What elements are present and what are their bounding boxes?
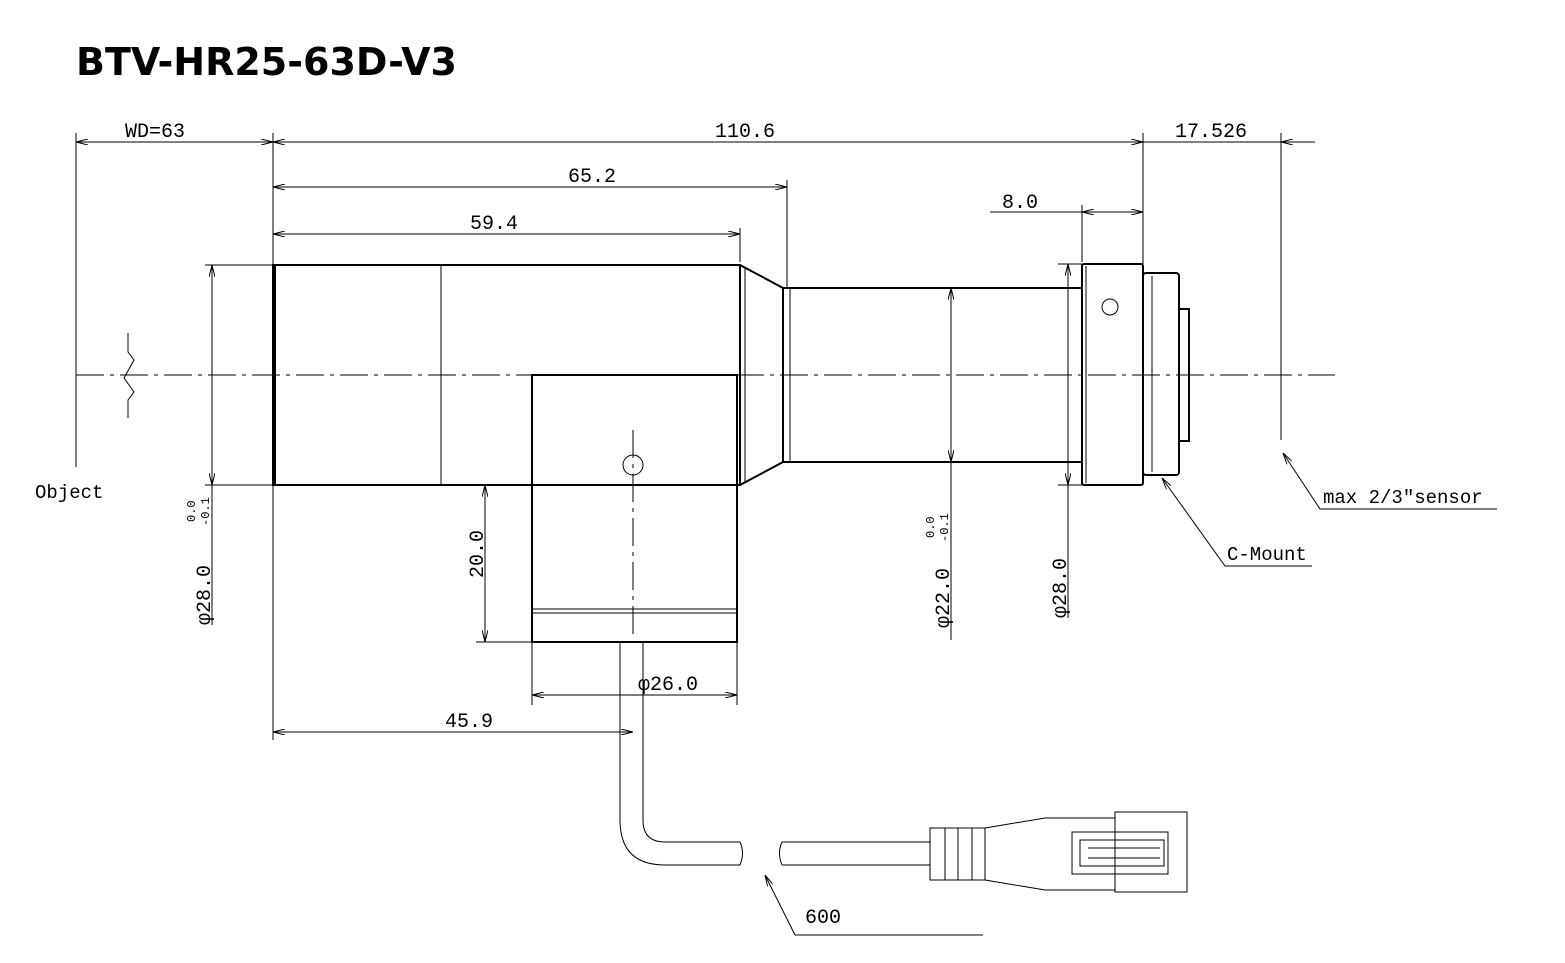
connector-latch-inner: [1079, 839, 1165, 867]
c-mount-leader: [1162, 478, 1312, 567]
cable-length-leader: [765, 875, 983, 936]
light-port-housing: [531, 484, 738, 643]
dim-text-tube-tol-upper: 0.0: [924, 516, 938, 538]
dim-text-front-tol-upper: 0.0: [185, 500, 199, 522]
dim-text-tube-diameter: φ22.0: [933, 568, 956, 628]
cable-bend-outer: [619, 819, 740, 866]
dim-text-front-diameter: φ28.0: [194, 565, 217, 625]
dim-text-mount: 8.0: [1002, 192, 1038, 215]
connector-latch: [1071, 831, 1169, 875]
front-barrel: [272, 264, 741, 486]
light-port: [531, 374, 738, 643]
light-port-screw: [622, 454, 644, 476]
sensor-leader: [1283, 453, 1497, 510]
dim-text-tube-tol-lower: -0.1: [938, 513, 952, 542]
c-mount-label: C-Mount: [1227, 544, 1307, 566]
body-taper: [739, 264, 784, 486]
dim-text-step: 65.2: [568, 166, 616, 189]
dim-text-port-height: 20.0: [467, 530, 490, 578]
cable-connector: [929, 811, 1188, 893]
mount-set-screw: [1101, 298, 1119, 316]
cable-break-left: [739, 841, 743, 866]
lens-body: [272, 263, 1190, 486]
sensor-label: max 2/3"sensor: [1323, 487, 1483, 509]
light-port-housing-top: [531, 374, 738, 486]
dim-text-wd: WD=63: [125, 121, 185, 144]
object-break-mark: [123, 333, 135, 418]
dim-text-cable-length: 600: [805, 907, 841, 930]
dim-text-mount-diameter: φ28.0: [1050, 558, 1073, 618]
c-mount-thread: [1142, 272, 1180, 476]
drawing-title: BTV-HR25-63D-V3: [76, 40, 457, 84]
dim-text-front-tol-lower: -0.1: [199, 497, 213, 526]
cable-break-right: [779, 841, 783, 866]
dim-text-body-end: 59.4: [470, 213, 518, 236]
cable-bend-inner: [642, 819, 740, 843]
connector-boot-ribs: [944, 828, 973, 880]
object-label: Object: [35, 482, 103, 504]
dim-text-flange-back: 17.526: [1175, 121, 1247, 144]
connector-taper: [984, 817, 1116, 891]
dim-text-port-position: 45.9: [445, 711, 493, 734]
dim-text-port-diameter: φ26.0: [638, 674, 698, 697]
dim-text-overall: 110.6: [715, 121, 775, 144]
c-mount-lip: [1178, 308, 1190, 442]
connector-body: [1114, 811, 1188, 893]
